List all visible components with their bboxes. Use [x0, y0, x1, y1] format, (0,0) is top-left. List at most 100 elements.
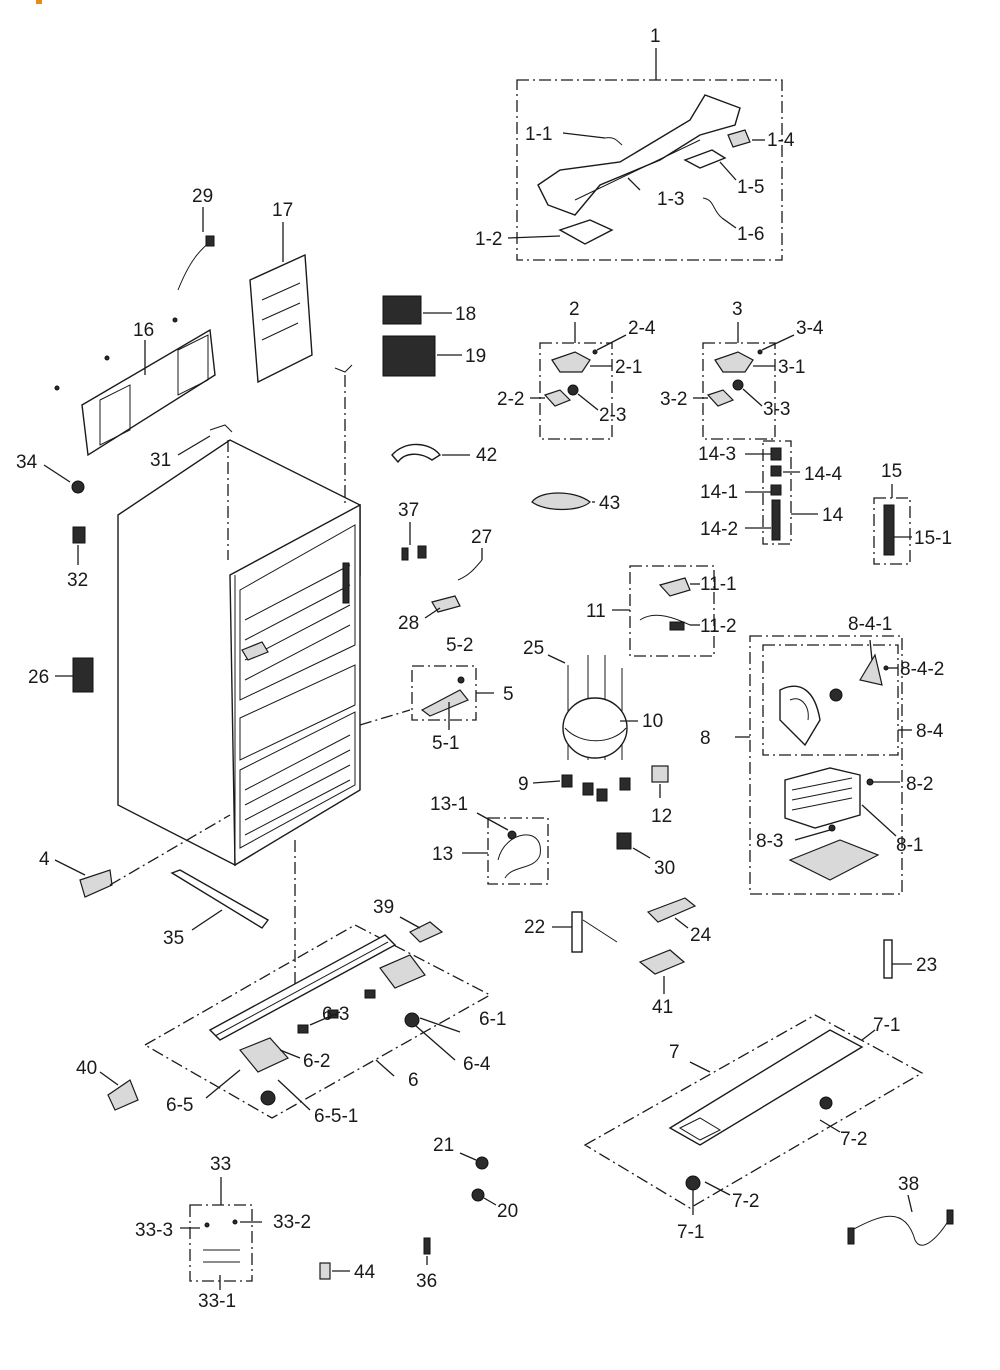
label-7-1-top: 7-1: [873, 1015, 900, 1036]
label-44: 44: [354, 1262, 376, 1283]
label-11-1: 11-1: [700, 574, 737, 595]
label-34: 34: [16, 452, 38, 473]
label-8-3: 8-3: [756, 831, 783, 852]
label-25: 25: [523, 638, 544, 659]
misc-left-parts: [43, 364, 411, 1000]
label-7-1-bottom: 7-1: [677, 1222, 704, 1243]
label-1-6: 1-6: [737, 224, 764, 245]
pcb-18: [382, 295, 452, 325]
label-37: 37: [398, 500, 419, 521]
label-6-2: 6-2: [303, 1051, 330, 1072]
part-43: [531, 492, 595, 511]
label-8-2: 8-2: [906, 774, 933, 795]
label-3: 3: [732, 299, 743, 320]
pcb-19: [382, 335, 462, 377]
label-36: 36: [416, 1271, 437, 1292]
label-9: 9: [518, 774, 529, 795]
label-4: 4: [39, 849, 50, 870]
back-cover-16: [54, 317, 216, 457]
parts-12-30: [616, 765, 669, 859]
label-28: 28: [398, 613, 419, 634]
label-1-1: 1-1: [525, 124, 552, 145]
label-21: 21: [433, 1135, 454, 1156]
label-40: 40: [76, 1058, 97, 1079]
label-11: 11: [586, 601, 606, 622]
label-2-3: 2-3: [599, 405, 626, 426]
label-1-2: 1-2: [475, 229, 502, 250]
label-33-3: 33-3: [135, 1220, 173, 1241]
label-1-4: 1-4: [767, 130, 795, 151]
label-22: 22: [524, 917, 545, 938]
label-1-3: 1-3: [657, 189, 684, 210]
label-13: 13: [432, 844, 453, 865]
label-2-4: 2-4: [628, 318, 656, 339]
assembly-6: [143, 916, 492, 1119]
label-30: 30: [654, 858, 675, 879]
label-8: 8: [700, 728, 711, 749]
label-6-5: 6-5: [166, 1095, 193, 1116]
label-15-1: 15-1: [914, 528, 952, 549]
label-6: 6: [408, 1070, 419, 1091]
label-16: 16: [133, 320, 154, 341]
handle-42: [391, 443, 470, 464]
part-37-27-28: [401, 522, 483, 619]
label-7-2-bottom: 7-2: [732, 1191, 759, 1212]
wire-29: [177, 207, 215, 291]
part-40: [99, 1071, 139, 1111]
assembly-2: [530, 322, 627, 440]
parts-22-24-41-23: [552, 897, 912, 994]
callout-labels: 1 1-1 1-2 1-3 1-4 1-5 1-6 2 2-4 2-1 2-2 …: [16, 26, 952, 1312]
label-6-4: 6-4: [463, 1054, 491, 1075]
label-33: 33: [210, 1154, 231, 1175]
label-35: 35: [163, 928, 184, 949]
label-7-2-right: 7-2: [840, 1129, 867, 1150]
label-13-1: 13-1: [430, 794, 468, 815]
label-5-1: 5-1: [432, 733, 459, 754]
label-1-5: 1-5: [737, 177, 764, 198]
label-27: 27: [471, 527, 492, 548]
bottom-misc: [319, 1152, 954, 1280]
label-33-1: 33-1: [198, 1291, 236, 1312]
label-2-1: 2-1: [615, 357, 642, 378]
label-14-4: 14-4: [804, 464, 842, 485]
label-33-2: 33-2: [273, 1212, 311, 1233]
assembly-33: [180, 1177, 262, 1290]
label-38: 38: [898, 1174, 919, 1195]
label-20: 20: [497, 1201, 518, 1222]
assembly-3: [693, 322, 795, 440]
label-8-1: 8-1: [896, 835, 923, 856]
assembly-11: [612, 565, 715, 657]
label-39: 39: [373, 897, 394, 918]
label-8-4-1: 8-4-1: [848, 614, 892, 635]
label-8-4: 8-4: [916, 721, 944, 742]
label-31: 31: [150, 450, 171, 471]
label-10: 10: [642, 711, 663, 732]
label-32: 32: [67, 570, 88, 591]
label-43: 43: [599, 493, 620, 514]
corner-mark: [36, 0, 42, 4]
label-19: 19: [465, 346, 486, 367]
label-42: 42: [476, 445, 497, 466]
label-5-2: 5-2: [446, 635, 473, 656]
label-14: 14: [822, 505, 844, 526]
label-23: 23: [916, 955, 937, 976]
label-18: 18: [455, 304, 476, 325]
assembly-15: [873, 484, 912, 565]
label-17: 17: [272, 200, 293, 221]
label-6-3: 6-3: [322, 1004, 349, 1025]
cabinet: [117, 439, 361, 867]
label-14-3: 14-3: [698, 444, 736, 465]
label-26: 26: [28, 667, 49, 688]
label-3-2: 3-2: [660, 389, 687, 410]
assembly-8: [735, 635, 912, 895]
label-29: 29: [192, 186, 213, 207]
label-3-3: 3-3: [763, 399, 790, 420]
cover-17: [249, 222, 313, 384]
label-6-5-1: 6-5-1: [314, 1106, 358, 1127]
label-24: 24: [690, 925, 712, 946]
assembly-5: [411, 665, 494, 730]
label-11-2: 11-2: [700, 616, 737, 637]
assembly-1: [507, 48, 783, 261]
